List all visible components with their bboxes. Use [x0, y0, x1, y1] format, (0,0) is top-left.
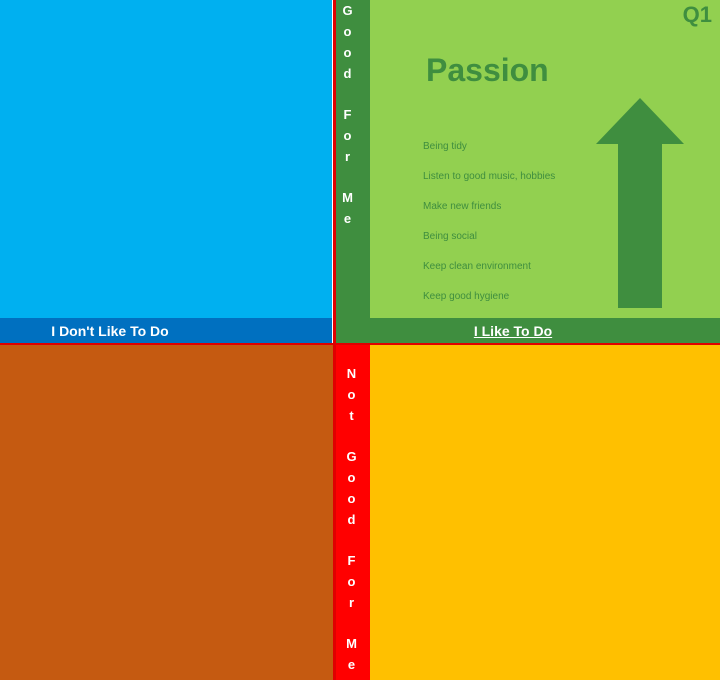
like-to-do-label[interactable]: I Like To Do	[473, 323, 553, 339]
list-item: Keep clean environment	[423, 261, 531, 272]
list-item: Make new friends	[423, 201, 502, 212]
quadrant-like-not-good	[370, 345, 720, 680]
label-letter: G	[346, 449, 357, 464]
list-item: Keep good hygiene	[423, 291, 510, 302]
label-gap	[334, 167, 361, 187]
quadrant-dont-like-not-good	[0, 345, 333, 680]
label-letter: t	[349, 408, 354, 423]
label-letter: o	[343, 24, 352, 39]
label-gap	[333, 426, 370, 446]
label-gap	[333, 530, 370, 550]
quadrant-dont-like-good	[0, 0, 332, 318]
quadrant-tag: Q1	[682, 2, 712, 27]
label-letter: o	[347, 387, 356, 402]
not-good-axis-column	[333, 345, 370, 680]
label-letter: d	[343, 66, 352, 81]
list-item: Being tidy	[423, 141, 467, 152]
good-for-me-label: G o o d F o r M e	[334, 0, 361, 229]
label-letter: o	[347, 574, 356, 589]
label-letter: N	[346, 366, 357, 381]
vertical-divider	[333, 0, 336, 680]
label-letter: o	[343, 45, 352, 60]
horizontal-divider	[0, 343, 720, 345]
label-letter: o	[347, 470, 356, 485]
label-letter: e	[347, 657, 356, 672]
label-letter: o	[347, 491, 356, 506]
label-letter: o	[343, 128, 352, 143]
label-letter: d	[347, 512, 356, 527]
label-letter: G	[342, 3, 353, 18]
not-good-for-me-label: N o t G o o d F o r M e	[333, 363, 370, 675]
label-letter: F	[343, 107, 352, 122]
left-axis-bar	[0, 318, 332, 343]
quadrant-title: Passion	[426, 52, 549, 88]
list-item: Listen to good music, hobbies	[423, 171, 556, 182]
dont-like-to-do-label: I Don't Like To Do	[51, 323, 169, 339]
up-arrow-icon	[596, 98, 684, 308]
list-item: Being social	[423, 231, 477, 242]
label-letter: r	[344, 149, 351, 164]
label-letter: e	[343, 211, 352, 226]
passion-list: Being tidy Listen to good music, hobbies…	[423, 133, 555, 313]
label-letter: M	[342, 190, 353, 205]
label-letter: M	[346, 636, 357, 651]
label-letter: r	[348, 595, 355, 610]
label-gap	[334, 84, 361, 104]
label-letter: F	[347, 553, 356, 568]
label-gap	[333, 613, 370, 633]
